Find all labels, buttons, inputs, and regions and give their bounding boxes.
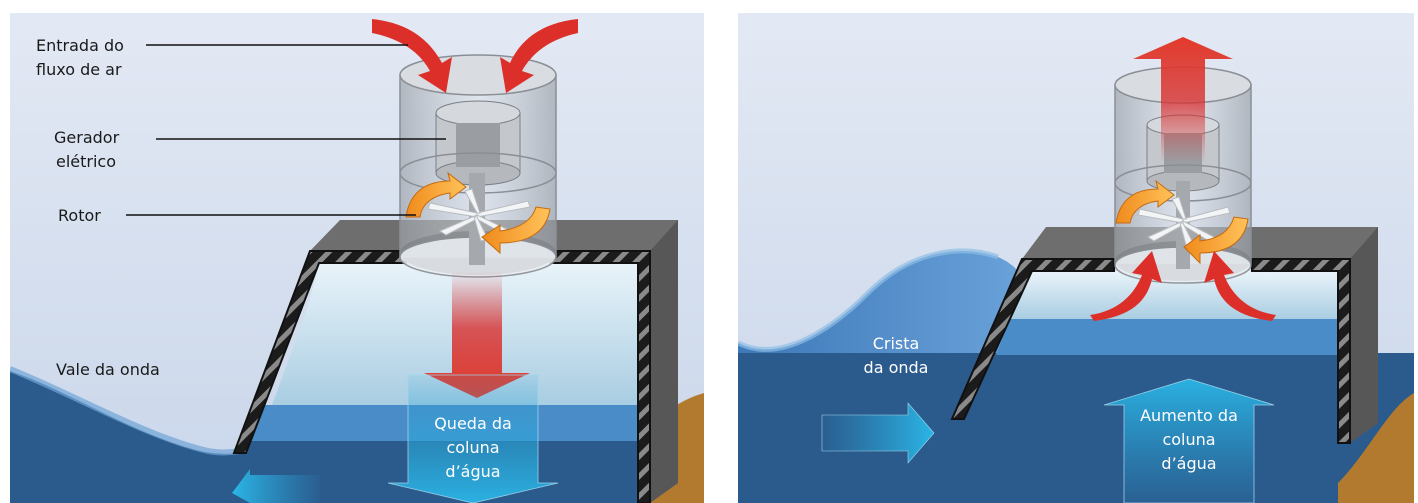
rotation-arrow-right — [481, 206, 551, 255]
rotor-blades — [427, 188, 531, 242]
concrete-side — [650, 220, 678, 503]
water-inflow-arrow — [821, 402, 935, 464]
air-up-arrow — [1133, 37, 1233, 163]
concrete-roof — [310, 220, 678, 503]
air-down-arrow — [424, 271, 530, 398]
label-fall-1: Queda da — [434, 414, 512, 433]
rotation-arrow-right — [1183, 216, 1249, 265]
concrete-side — [1350, 227, 1378, 443]
label-generator-1: Gerador — [54, 128, 120, 147]
right-panel-diagram: Crista da onda Aumento da coluna d’água — [738, 13, 1414, 503]
chamber-air-space — [1010, 271, 1342, 319]
air-rise-arrow-left — [1090, 251, 1162, 321]
left-panel-diagram: Entrada do fluxo de ar Gerador elétrico … — [10, 13, 704, 503]
generator-core — [456, 123, 500, 167]
air-rise-arrow-right — [1204, 251, 1276, 321]
label-crest-2: da onda — [864, 358, 929, 377]
air-inflow-arrow-right — [500, 19, 578, 93]
air-inflow-arrow-left — [372, 19, 452, 93]
concrete-roof — [1022, 227, 1378, 443]
rotation-arrow-left — [405, 171, 467, 218]
label-air-inlet-1: Entrada do — [36, 36, 124, 55]
rotation-arrow-left — [1115, 179, 1175, 224]
seabed — [1338, 393, 1414, 503]
water-outflow-arrow — [232, 469, 320, 503]
water-fall-arrow — [387, 374, 559, 503]
label-trough: Vale da onda — [56, 360, 160, 379]
chamber-water-surface — [996, 319, 1342, 355]
chamber-right-wall — [1251, 258, 1351, 444]
wave-crest-surface — [738, 248, 999, 352]
label-crest-1: Crista — [873, 334, 920, 353]
label-rise-3: d’água — [1161, 454, 1216, 473]
label-generator-2: elétrico — [56, 152, 116, 171]
label-rise-2: coluna — [1162, 430, 1215, 449]
label-rise-1: Aumento da — [1140, 406, 1238, 425]
water-rise-arrow — [1103, 378, 1275, 503]
chamber-left-wall — [950, 258, 1115, 420]
label-fall-3: d’água — [445, 462, 500, 481]
label-rotor: Rotor — [58, 206, 101, 225]
generator-top — [435, 100, 521, 126]
label-air-inlet-2: fluxo de ar — [36, 60, 122, 79]
label-fall-2: coluna — [446, 438, 499, 457]
rotor-blades — [1137, 196, 1231, 246]
